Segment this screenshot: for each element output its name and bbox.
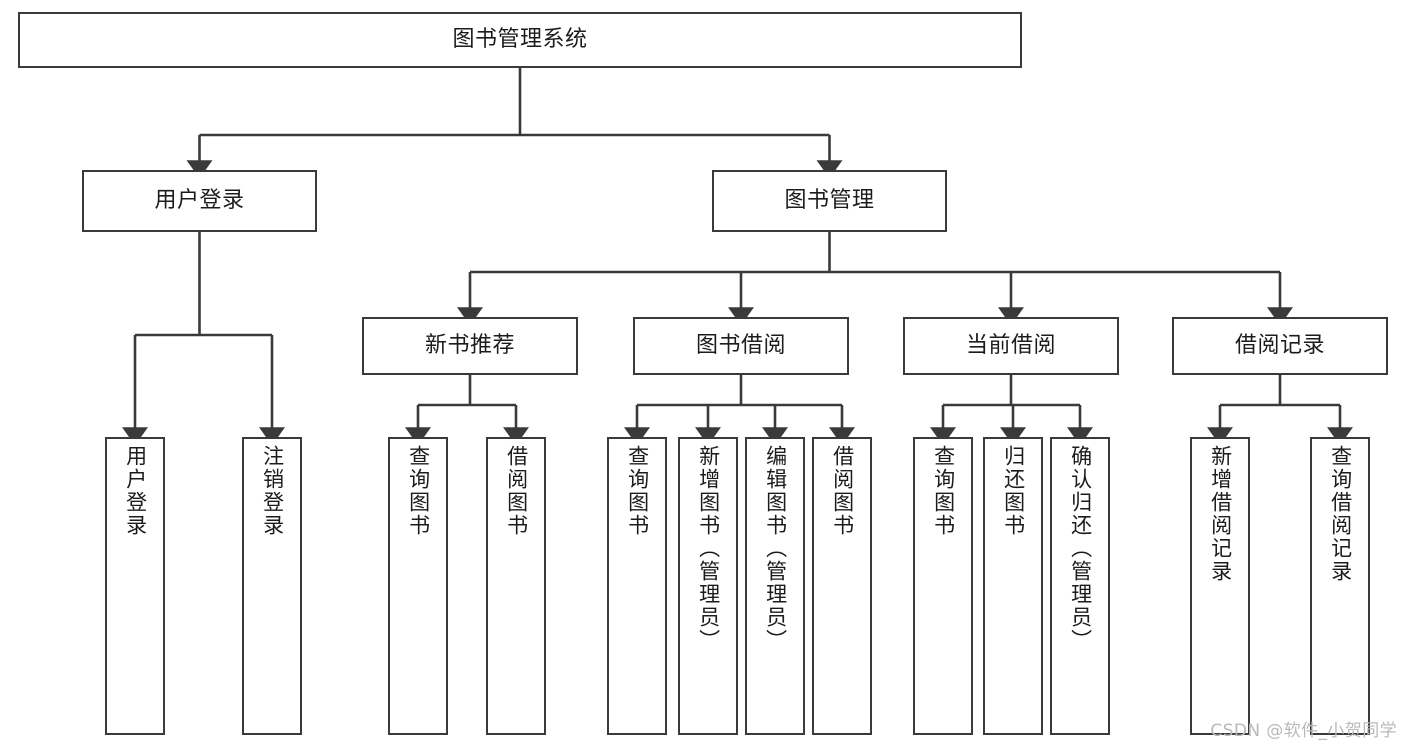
node-user-login[interactable]: 用户登录 xyxy=(82,170,317,232)
node-leaf-add-record[interactable]: 新增借阅记录 xyxy=(1190,437,1250,735)
node-leaf-query-record[interactable]: 查询借阅记录 xyxy=(1310,437,1370,735)
node-label-book-borrow: 图书借阅 xyxy=(695,332,786,358)
node-label-leaf-logout: 注销登录 xyxy=(260,445,285,537)
node-label-leaf-user-login: 用户登录 xyxy=(123,445,148,537)
node-label-user-login: 用户登录 xyxy=(154,187,245,213)
node-label-leaf-query-book-3: 查询图书 xyxy=(931,445,956,537)
node-label-leaf-borrow-book-1: 借阅图书 xyxy=(504,445,529,537)
node-book-borrow[interactable]: 图书借阅 xyxy=(633,317,849,375)
node-label-borrow-record: 借阅记录 xyxy=(1234,332,1325,358)
node-label-new-book-rec: 新书推荐 xyxy=(424,332,515,358)
node-label-leaf-query-book-1: 查询图书 xyxy=(406,445,431,537)
node-label-leaf-return-book: 归还图书 xyxy=(1001,445,1026,537)
node-borrow-record[interactable]: 借阅记录 xyxy=(1172,317,1388,375)
node-book-manage[interactable]: 图书管理 xyxy=(712,170,947,232)
node-label-leaf-query-record: 查询借阅记录 xyxy=(1328,445,1353,583)
node-label-current-borrow: 当前借阅 xyxy=(965,332,1056,358)
node-label-leaf-edit-book: 编辑图书（管理员） xyxy=(763,445,788,652)
node-leaf-query-book-1[interactable]: 查询图书 xyxy=(388,437,448,735)
node-leaf-query-book-3[interactable]: 查询图书 xyxy=(913,437,973,735)
node-new-book-rec[interactable]: 新书推荐 xyxy=(362,317,578,375)
node-label-leaf-confirm-return: 确认归还（管理员） xyxy=(1068,445,1093,652)
node-label-leaf-borrow-book-2: 借阅图书 xyxy=(830,445,855,537)
node-leaf-query-book-2[interactable]: 查询图书 xyxy=(607,437,667,735)
node-leaf-user-login[interactable]: 用户登录 xyxy=(105,437,165,735)
node-root[interactable]: 图书管理系统 xyxy=(18,12,1022,68)
node-label-book-manage: 图书管理 xyxy=(784,187,875,213)
watermark: CSDN @软件_小贺同学 xyxy=(1210,721,1397,741)
node-leaf-add-book[interactable]: 新增图书（管理员） xyxy=(678,437,738,735)
node-label-root: 图书管理系统 xyxy=(452,26,588,52)
node-label-leaf-add-book: 新增图书（管理员） xyxy=(696,445,721,652)
node-label-leaf-add-record: 新增借阅记录 xyxy=(1208,445,1233,583)
node-label-leaf-query-book-2: 查询图书 xyxy=(625,445,650,537)
node-leaf-borrow-book-2[interactable]: 借阅图书 xyxy=(812,437,872,735)
node-leaf-return-book[interactable]: 归还图书 xyxy=(983,437,1043,735)
node-leaf-borrow-book-1[interactable]: 借阅图书 xyxy=(486,437,546,735)
node-leaf-confirm-return[interactable]: 确认归还（管理员） xyxy=(1050,437,1110,735)
node-leaf-edit-book[interactable]: 编辑图书（管理员） xyxy=(745,437,805,735)
node-current-borrow[interactable]: 当前借阅 xyxy=(903,317,1119,375)
node-leaf-logout[interactable]: 注销登录 xyxy=(242,437,302,735)
